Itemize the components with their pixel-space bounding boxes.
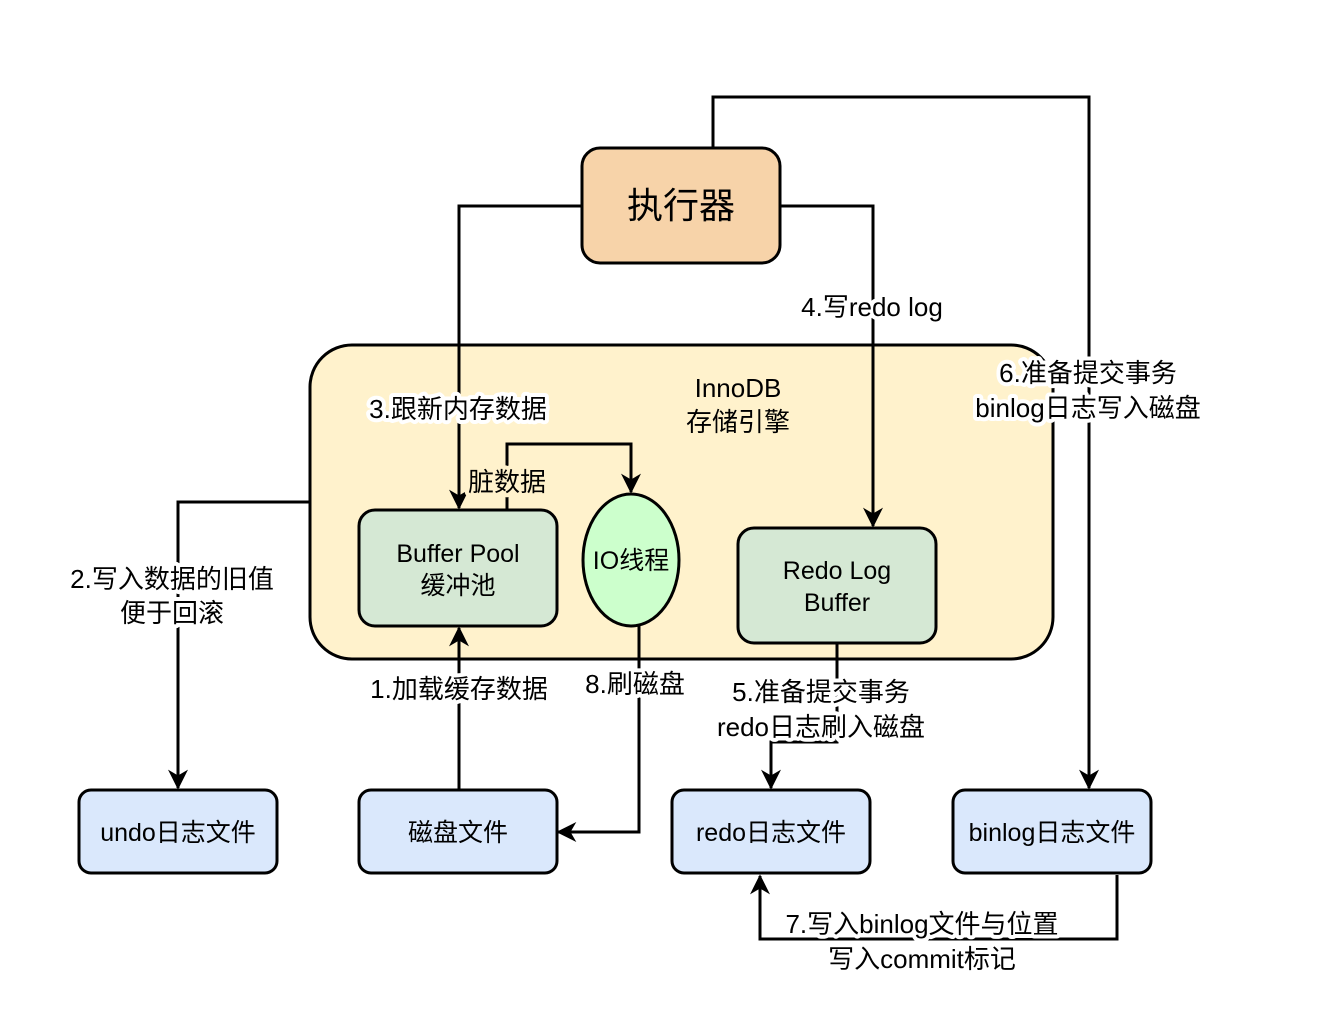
disk-file-box xyxy=(357,788,559,875)
label-step7-line2: 写入commit标记 xyxy=(828,944,1016,974)
buffer-pool-box xyxy=(357,508,559,628)
label-dirty-data: 脏数据 xyxy=(468,467,546,497)
buffer-pool-label-line1: Buffer Pool xyxy=(396,540,519,568)
executor-box xyxy=(580,146,782,265)
label-step5-line2: redo日志刷入磁盘 xyxy=(717,712,925,742)
innodb-title-line1: InnoDB xyxy=(695,373,782,403)
label-step6-line2: binlog日志写入磁盘 xyxy=(975,393,1200,423)
disk-file-label: 磁盘文件 xyxy=(408,819,508,847)
edge-redo-buffer-to-redo-file xyxy=(761,643,839,790)
label-step1: 1.加载缓存数据 xyxy=(370,674,548,704)
redo-log-buffer-box xyxy=(736,526,938,645)
binlog-file-box xyxy=(951,788,1153,875)
redo-file-label: redo日志文件 xyxy=(696,819,846,847)
label-step3: 3.跟新内存数据 xyxy=(369,394,547,424)
undo-file-box xyxy=(77,788,279,875)
undo-file-label: undo日志文件 xyxy=(100,819,256,847)
edge-executor-to-binlog-file xyxy=(711,95,1099,790)
io-thread-label: IO线程 xyxy=(593,547,669,575)
label-step6-line1: 6.准备提交事务 xyxy=(999,358,1177,388)
edge-binlog-file-to-redo-file xyxy=(750,874,1119,941)
label-step7-line1: 7.写入binlog文件与位置 xyxy=(785,909,1058,939)
io-thread-ellipse xyxy=(581,492,681,628)
redo-log-buffer-label-line1: Redo Log xyxy=(783,557,891,585)
binlog-file-label: binlog日志文件 xyxy=(969,819,1136,847)
redo-log-buffer-label-line2: Buffer xyxy=(804,589,870,617)
label-step4: 4.写redo log xyxy=(801,292,943,322)
buffer-pool-label-line2: 缓冲池 xyxy=(420,572,495,600)
label-step2-line1: 2.写入数据的旧值 xyxy=(70,564,274,594)
executor-label: 执行器 xyxy=(627,185,735,226)
redo-file-box xyxy=(670,788,872,875)
edge-executor-to-buffer-pool xyxy=(449,204,582,510)
edge-buffer-pool-to-io-thread xyxy=(505,442,641,510)
edge-innodb-to-undo-file xyxy=(168,500,310,790)
label-step2-line2: 便于回滚 xyxy=(120,598,224,628)
label-step5-line1: 5.准备提交事务 xyxy=(732,677,910,707)
label-step8: 8.刷磁盘 xyxy=(585,669,685,699)
edge-executor-to-redo-log-buffer xyxy=(780,204,883,528)
edge-io-thread-to-disk-file xyxy=(556,626,641,842)
innodb-title-line2: 存储引擎 xyxy=(686,407,790,437)
